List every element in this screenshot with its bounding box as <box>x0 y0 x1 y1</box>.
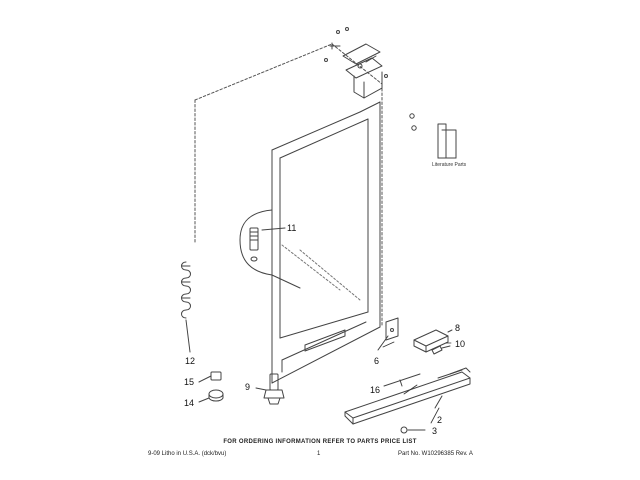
leader-lines <box>382 341 452 424</box>
document-part-number: Part No. W10296385 Rev. A <box>398 451 473 457</box>
callout-3: 3 <box>432 426 437 436</box>
literature-parts-label: Literature Parts <box>432 162 467 168</box>
callout-14: 14 <box>184 398 194 408</box>
callout-11: 11 <box>287 223 296 233</box>
callout-15: 15 <box>184 377 194 387</box>
page-number: 1 <box>317 451 321 457</box>
part-2-handle <box>344 367 471 425</box>
callout-labels: 11 12 15 14 9 8 10 6 16 2 3 Literature P… <box>184 162 467 436</box>
part-9-hinge-pin <box>255 373 285 405</box>
part-15-bushing <box>198 371 222 383</box>
callout-10: 10 <box>455 339 465 349</box>
part-3-screw <box>400 426 426 434</box>
literature-parts <box>437 123 457 159</box>
liner-dashed-guides <box>281 244 361 301</box>
side-screws <box>409 113 417 131</box>
litho-print-info: 9-09 Litho in U.S.A. (dck/bvu) <box>148 451 227 457</box>
part-10-pin <box>431 345 451 355</box>
part-16-screw <box>383 373 421 387</box>
door-liner <box>271 101 381 384</box>
ordering-note: FOR ORDERING INFORMATION REFER TO PARTS … <box>223 439 417 445</box>
part-14-washer <box>198 389 224 403</box>
callout-2: 2 <box>437 415 442 425</box>
part-8-hinge-bracket <box>413 329 453 353</box>
part-11-pin <box>249 227 286 262</box>
part-12-spring <box>181 261 191 353</box>
callout-8: 8 <box>455 323 460 333</box>
callout-12: 12 <box>185 356 195 366</box>
top-screws <box>324 27 388 78</box>
callout-9: 9 <box>245 382 250 392</box>
handle-recess <box>239 209 301 289</box>
callout-16: 16 <box>370 385 380 395</box>
top-hinge-assembly <box>342 43 383 99</box>
part-6-bracket <box>377 317 399 351</box>
callout-6: 6 <box>374 356 379 366</box>
